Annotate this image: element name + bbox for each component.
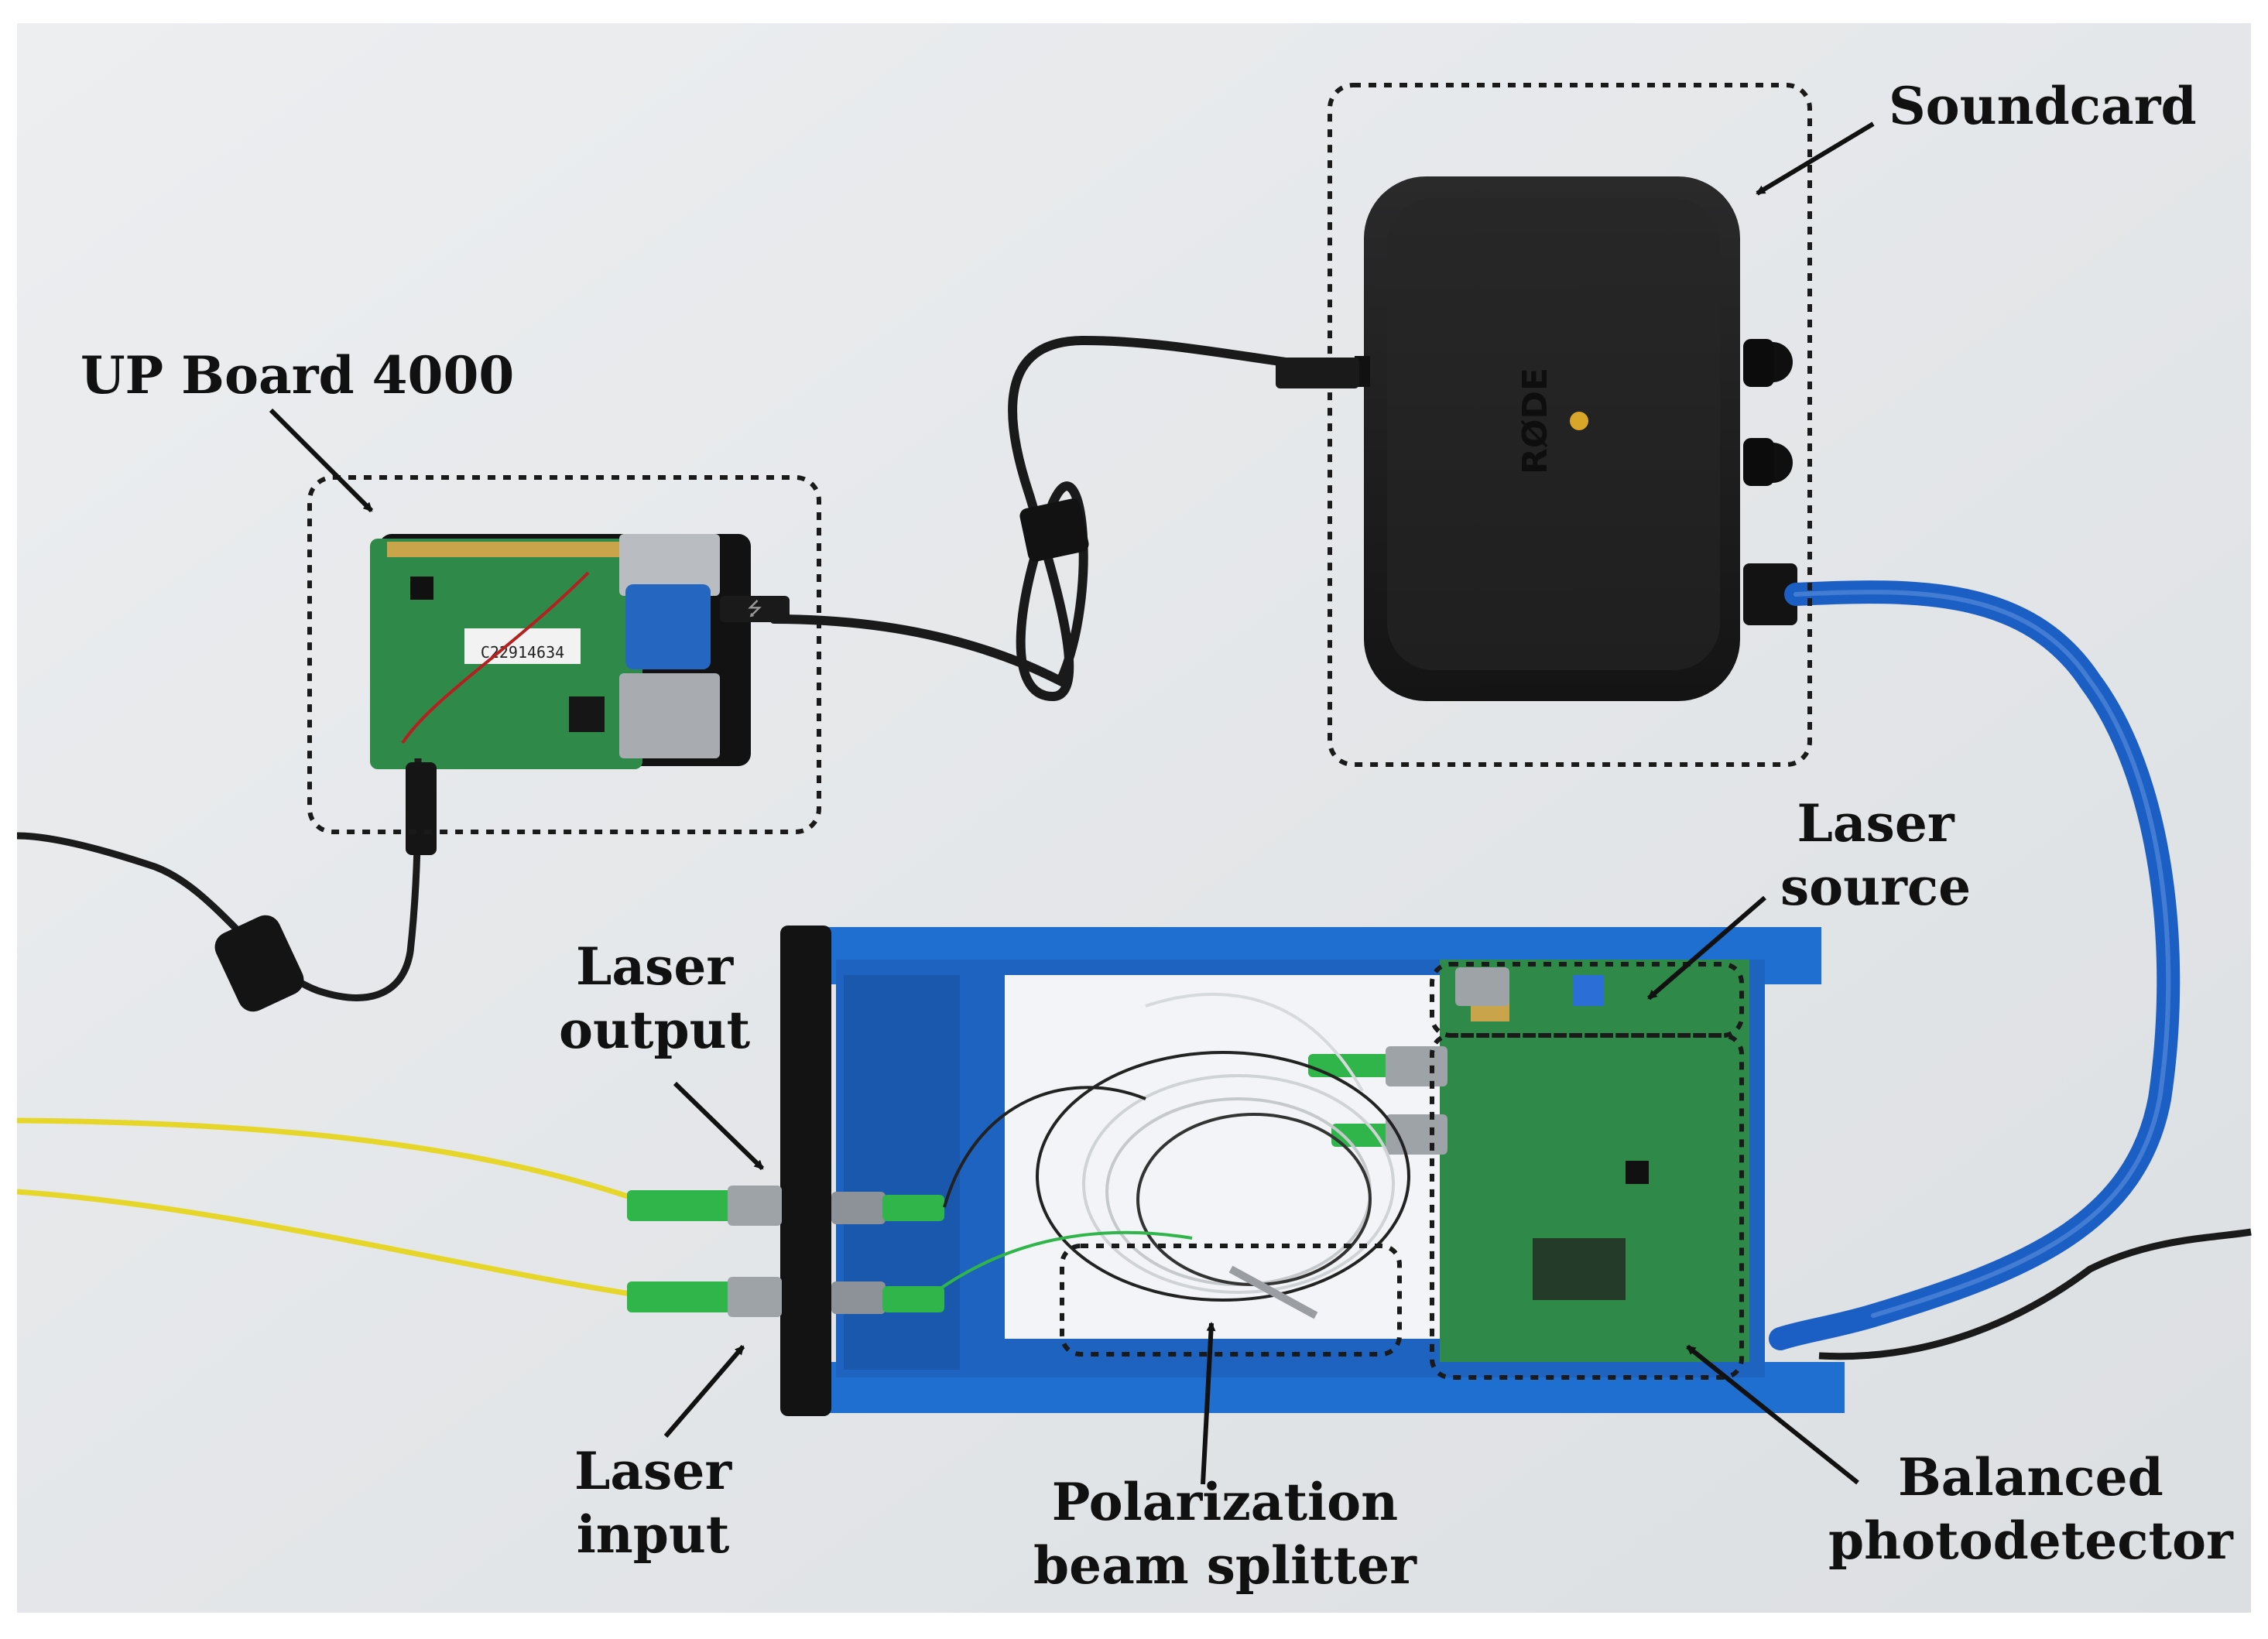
label-up-board-text: UP Board 4000 (81, 345, 515, 405)
blue-enclosure (780, 926, 1845, 1416)
label-soundcard-text: Soundcard (1889, 76, 2197, 136)
annotation-boxes (307, 83, 1812, 1380)
barcode-text: C22914634 (481, 643, 564, 662)
fiber-bottom (16, 1189, 651, 1300)
label-up-board: UP Board 4000 (81, 344, 514, 407)
label-pbs-line1: Polarization (1051, 1472, 1399, 1532)
label-laser-input-line1: Laser (574, 1441, 732, 1501)
label-polarization-beam-splitter: Polarization beam splitter (1033, 1470, 1417, 1597)
fiber-connectors (627, 967, 1509, 1317)
fiber-coils (927, 992, 1410, 1319)
label-bpd-line2: photodetector (1828, 1511, 2233, 1571)
label-laser-output: Laser output (559, 935, 750, 1062)
label-laser-output-line2: output (559, 1000, 751, 1060)
box-balanced-photodetector (1430, 1033, 1744, 1380)
label-balanced-photodetector: Balanced photodetector (1828, 1446, 2233, 1572)
label-soundcard: Soundcard (1889, 74, 2197, 138)
box-laser-source (1430, 962, 1744, 1038)
box-soundcard (1328, 83, 1812, 767)
usb-symbol: ⭍ (747, 598, 762, 620)
label-laser-input: Laser input (574, 1439, 731, 1566)
velcro-strap (1019, 498, 1089, 562)
up-board-device: C22914634 ⭍ (370, 534, 790, 769)
arrow-polarization-beam-splitter (1201, 1322, 1216, 1485)
arrow-laser-input (663, 1345, 745, 1438)
arrow-balanced-photodetector (1686, 1344, 1859, 1485)
annotation-arrows (269, 121, 1875, 1485)
label-laser-source-line1: Laser (1797, 793, 1955, 854)
label-laser-output-line1: Laser (576, 936, 734, 997)
label-pbs-line2: beam splitter (1033, 1535, 1417, 1596)
rode-logo: RØDE (1516, 368, 1555, 474)
power-cable-right (1818, 1228, 2252, 1360)
label-laser-source: Laser source (1780, 792, 1971, 919)
arrow-soundcard (1756, 121, 1875, 196)
soundcard-device: RØDE (1355, 176, 1797, 701)
arrow-laser-source (1647, 895, 1766, 1001)
box-polarization-beam-splitter (1060, 1244, 1402, 1357)
label-laser-input-line2: input (576, 1504, 730, 1565)
board-power-cable (16, 758, 422, 1001)
arrow-laser-output (673, 1081, 765, 1171)
box-up-board (307, 475, 821, 834)
label-laser-source-line2: source (1780, 857, 1972, 917)
usb-cable (769, 335, 1359, 702)
label-bpd-line1: Balanced (1898, 1447, 2164, 1507)
fiber-top (16, 1117, 652, 1207)
arrow-up-board (269, 408, 374, 513)
